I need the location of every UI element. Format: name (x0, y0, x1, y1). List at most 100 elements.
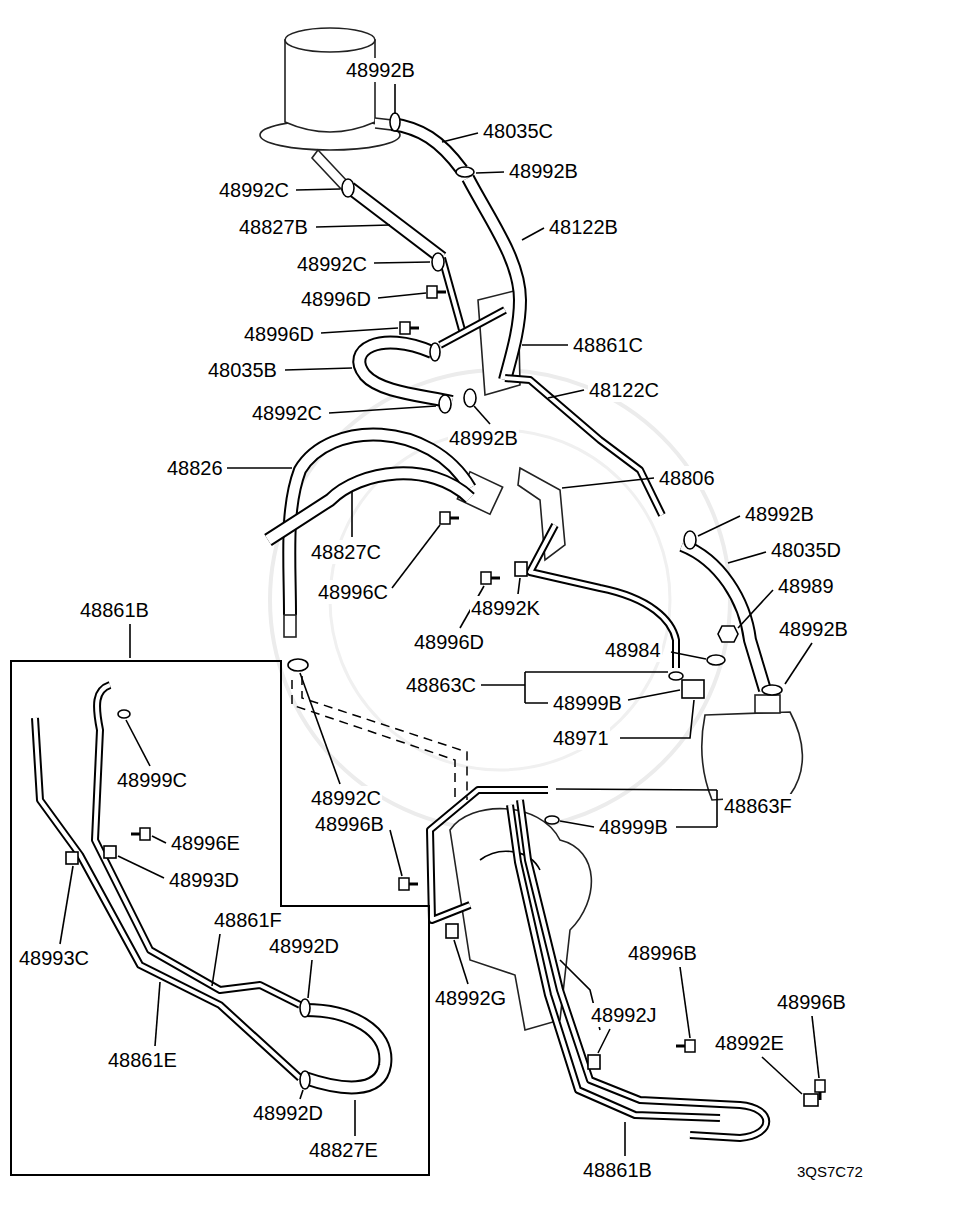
metal-tubes-part (510, 805, 720, 1118)
callout-number: 48996D (413, 630, 485, 654)
callout-number: 48996D (300, 287, 372, 311)
hoses-part (468, 178, 520, 380)
bolts-part-part (140, 828, 150, 840)
leader-lines-part (738, 590, 773, 628)
hose-clamps (66, 113, 818, 1106)
leader-lines-part (296, 189, 340, 190)
callout-number: 48984 (604, 638, 662, 662)
reservoir-tank-part (285, 40, 375, 132)
watermark-logo-part (270, 370, 730, 830)
fittings-part (545, 816, 559, 824)
leader-lines-part (728, 552, 766, 563)
leader-lines-part (442, 133, 478, 142)
callout-number: 48999B (552, 691, 623, 715)
hose-clamps-part (762, 685, 782, 695)
hose-clamps-part (390, 113, 400, 131)
callout-number: 48993D (168, 868, 240, 892)
bolts-part-part (676, 1045, 685, 1048)
fittings-part (669, 672, 683, 680)
bolts-part (815, 1080, 825, 1100)
bolts-part-part (481, 572, 491, 584)
reservoir-tank-part (285, 28, 375, 52)
metal-tubes-part (442, 258, 462, 330)
callout-number: 48996D (243, 322, 315, 346)
callout-number: 48863C (405, 673, 477, 697)
leader-lines-part (300, 673, 340, 784)
callout-number: 48992C (218, 178, 290, 202)
bolts-part (440, 512, 459, 524)
reservoir-tank (260, 28, 400, 190)
metal-tubes-part (520, 800, 766, 1138)
lower-tank (702, 695, 803, 800)
bolts-part-part (815, 1080, 825, 1092)
hose-clamps-part (66, 852, 78, 864)
callout-number: 48992G (434, 986, 507, 1010)
leader-lines-part (698, 516, 740, 536)
leader-lines-part (762, 1057, 802, 1094)
bolts-part-part (819, 1092, 822, 1100)
leader-lines-part (812, 1016, 819, 1078)
leader-lines-part (454, 940, 468, 984)
callout-number: 48992E (714, 1031, 785, 1055)
callout-number: 48806 (658, 466, 716, 490)
hoses-part (392, 124, 462, 170)
hoses-part (350, 188, 442, 258)
callout-number: 48861B (79, 598, 150, 622)
fittings-part (707, 655, 725, 665)
callout-number: 48993C (18, 946, 90, 970)
metal-tubes-part (440, 310, 505, 345)
bolts-part (400, 322, 419, 334)
hose-clamps-part (300, 999, 310, 1017)
callout-number: 48992B (508, 159, 579, 183)
lower-tank-part (702, 712, 803, 800)
hoses-part (268, 473, 470, 540)
metal-tubes-part (440, 310, 505, 345)
hoses-part (305, 1010, 385, 1087)
hoses-part (268, 473, 470, 540)
bolts-part (676, 1040, 695, 1052)
hoses-part (305, 1010, 385, 1087)
hoses-part (289, 434, 470, 615)
callout-number: 48827E (308, 1138, 379, 1162)
hoses-part (289, 434, 470, 615)
hoses-part (359, 343, 452, 402)
hose-clamps-part (430, 343, 440, 361)
hose-clamps-part (104, 846, 116, 858)
inset-outline-path (11, 661, 429, 1175)
leader-lines-part (321, 328, 398, 333)
hose-clamps-part (515, 562, 527, 576)
bolts-part-part (685, 1040, 695, 1052)
leader-lines-part (624, 1122, 626, 1156)
leader-lines-part (118, 856, 164, 878)
leader-lines-part (374, 262, 430, 263)
drawing-code: 3QS7C72 (796, 1160, 864, 1184)
leader-lines-part (598, 1029, 610, 1053)
hose-clamps-part (342, 179, 354, 197)
hose-clamps-part (439, 395, 451, 413)
hose-clamps-part (464, 389, 476, 407)
metal-tubes (35, 258, 766, 1138)
callout-number: 48861F (213, 908, 283, 932)
bolts (131, 286, 825, 1100)
hose-clamps-part (456, 167, 474, 177)
leader-lines-part (562, 478, 654, 488)
leader-lines-part (392, 525, 440, 588)
bolts-part-part (450, 517, 459, 520)
leader-lines (60, 84, 819, 1156)
leader-lines-part (522, 228, 544, 240)
hoses-part (392, 124, 462, 170)
callout-number: 48996E (170, 831, 241, 855)
callout-number: 48035B (207, 358, 278, 382)
callout-number: 48996B (314, 812, 385, 836)
leader-lines-part (390, 830, 402, 876)
callout-number: 48826 (166, 456, 224, 480)
leader-lines-part (518, 578, 520, 594)
leader-lines-part (628, 690, 680, 700)
metal-tubes-part (520, 800, 766, 1138)
hose-clamps-part (684, 531, 696, 549)
leader-lines-part (285, 368, 352, 370)
leader-lines-part (329, 406, 436, 413)
hoses (268, 124, 765, 1087)
callout-number: 48992B (448, 426, 519, 450)
metal-tubes-part (505, 378, 662, 515)
